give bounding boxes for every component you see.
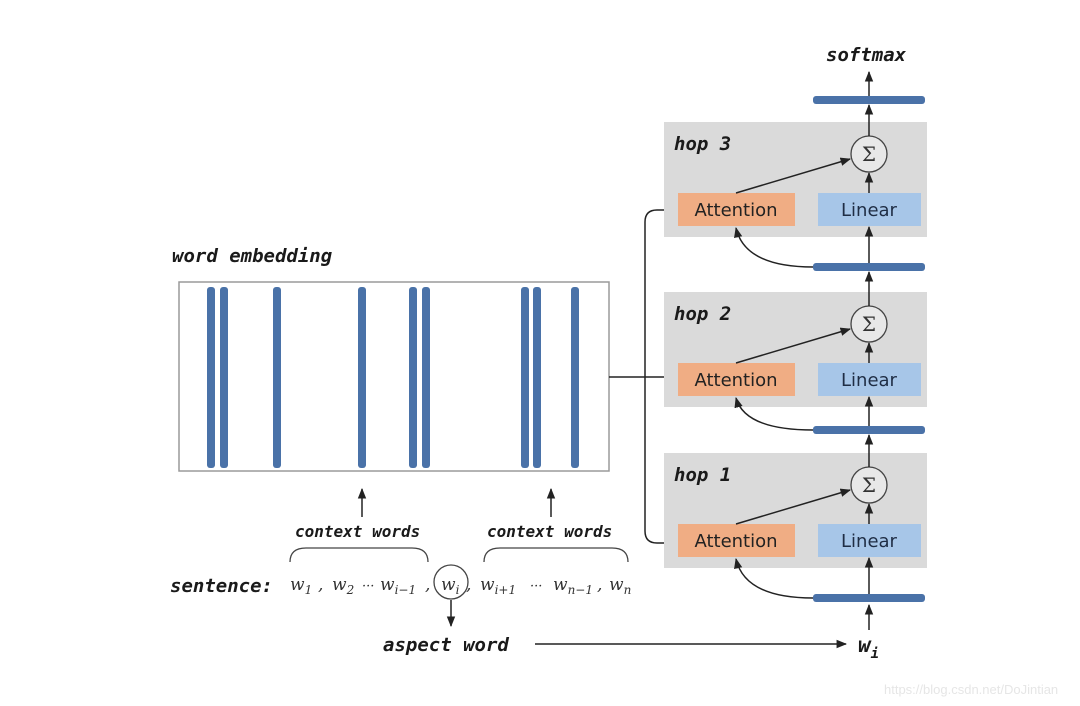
linear-box — [818, 193, 921, 226]
embedding-vector-bar — [422, 287, 430, 468]
sentence-label: sentence: — [170, 575, 273, 597]
token-separator: , — [597, 575, 602, 595]
attention-label: Attention — [694, 531, 777, 552]
attention-box — [678, 363, 795, 396]
hop-block: hop 2 Attention Linear Σ — [664, 270, 927, 434]
token-separator: ··· — [362, 579, 374, 594]
sigma-icon: Σ — [862, 473, 876, 497]
attention-to-sum-arrow — [735, 157, 852, 194]
sigma-icon: Σ — [862, 312, 876, 336]
bar-to-attention-arrow — [734, 557, 814, 599]
embedding-vector-bar — [220, 287, 228, 468]
embedding-vector-bar — [409, 287, 417, 468]
left-context-label: context words — [295, 522, 420, 541]
output-vector-bar — [813, 96, 925, 104]
sentence-token: wn — [609, 575, 631, 597]
embedding-vector-bar — [521, 287, 529, 468]
hop-block: hop 1 Attention Linear Σ — [664, 433, 927, 602]
embedding-vector-bar — [571, 287, 579, 468]
hop-block: hop 3 Attention Linear Σ — [664, 103, 927, 271]
linear-box — [818, 524, 921, 557]
token-separator: , — [425, 575, 430, 595]
linear-box — [818, 363, 921, 396]
bar-to-attention-arrow — [734, 226, 814, 268]
left-context-brace — [289, 547, 429, 563]
attention-label: Attention — [694, 200, 777, 221]
sigma-icon: Σ — [862, 142, 876, 166]
embedding-vector-bar — [533, 287, 541, 468]
attention-label: Attention — [694, 370, 777, 391]
hop-label: hop 1 — [674, 464, 731, 486]
right-context-brace — [483, 547, 629, 563]
sentence-token: wn−1 — [553, 575, 593, 597]
memory-vector-bar — [813, 263, 925, 271]
hop-label: hop 2 — [674, 303, 731, 325]
memory-vector-bar — [813, 594, 925, 602]
memory-vector-bar — [813, 426, 925, 434]
token-separator: , — [318, 575, 323, 595]
attention-box — [678, 524, 795, 557]
embedding-vector-bar — [207, 287, 215, 468]
embedding-vector-bar — [358, 287, 366, 468]
embedding-box — [178, 281, 610, 472]
right-context-label: context words — [487, 522, 612, 541]
embedding-bars — [207, 287, 579, 468]
linear-label: Linear — [841, 200, 898, 221]
token-separator: , — [466, 575, 471, 595]
aspect-word-circle — [433, 564, 469, 600]
aspect-word-label: aspect word — [383, 634, 509, 656]
embedding-to-hop3-arrow — [644, 205, 678, 377]
sentence-token: wi+1 — [480, 575, 516, 597]
linear-label: Linear — [841, 370, 898, 391]
sentence-token: wi — [441, 575, 460, 597]
token-separator: ··· — [530, 579, 542, 594]
sentence-tokens: w1, w2 ··· wi−1, wi, wi+1 ··· wn−1, wn — [290, 575, 631, 597]
input-wi-label: wi — [858, 633, 879, 662]
attention-to-sum-arrow — [735, 488, 852, 525]
watermark: https://blog.csdn.net/DoJintian — [884, 682, 1058, 697]
bar-to-attention-arrow — [734, 396, 814, 431]
linear-label: Linear — [841, 531, 898, 552]
sentence-token: wi−1 — [380, 575, 416, 597]
sentence-token: w1 — [290, 575, 312, 597]
hop-label: hop 3 — [674, 133, 731, 155]
sentence-token: w2 — [332, 575, 354, 597]
embedding-title: word embedding — [172, 245, 333, 267]
embedding-to-hop1-arrow — [644, 377, 678, 548]
embedding-vector-bar — [273, 287, 281, 468]
softmax-label: softmax — [826, 44, 907, 66]
attention-box — [678, 193, 795, 226]
attention-to-sum-arrow — [735, 327, 852, 364]
